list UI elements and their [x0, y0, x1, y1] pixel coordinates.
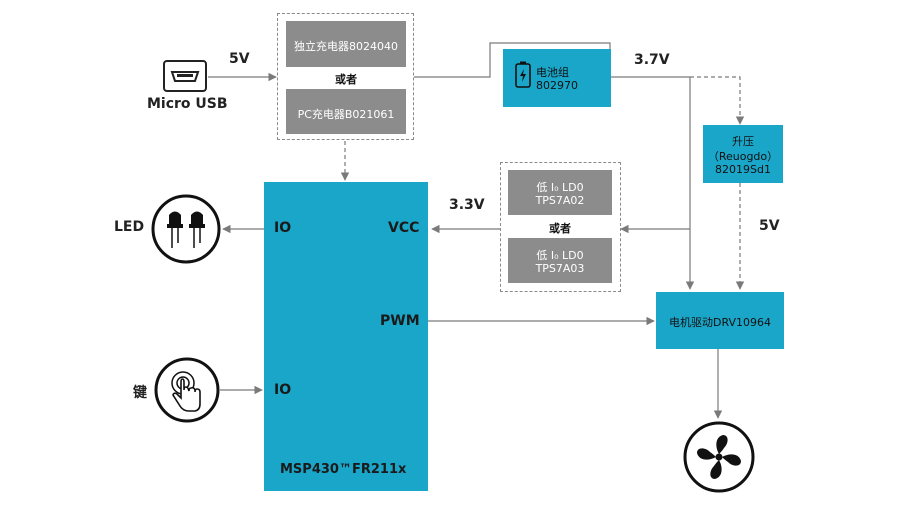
charger-option-standalone-label: 独立充电器8024040 [294, 40, 398, 53]
key-label: 键 [133, 385, 147, 401]
usb-voltage-label: 5V [229, 51, 250, 67]
charger-or-label: 或者 [335, 73, 357, 86]
rail-to-boost-dashed-line [690, 76, 745, 125]
battery-label-line2: 802970 [536, 79, 578, 92]
ldo-option-1-line2: TPS7A02 [535, 194, 585, 207]
ldo-option-2: 低 I₀ LD0 TPS7A03 [508, 238, 612, 283]
mcu-pin-io-led: IO [274, 220, 292, 236]
led-label: LED [114, 219, 145, 235]
charger-option-pc: PC充电器B021061 [286, 89, 406, 134]
ldo-option-1: 低 I₀ LD0 TPS7A02 [508, 170, 612, 215]
mcu-pin-io-key: IO [274, 382, 292, 398]
led-icon [150, 193, 222, 265]
charger-to-battery-line [414, 42, 690, 78]
ldo-option-1-line1: 低 I₀ LD0 [536, 181, 584, 194]
micro-usb-icon [163, 60, 207, 92]
motor-driver-block: 电机驱动DRV10964 [656, 292, 784, 349]
mcu-name: MSP430™FR211x [280, 462, 407, 477]
boost-label-line2: （Reuogdo） [707, 150, 779, 163]
boost-block: 升压 （Reuogdo） 82019Sd1 [703, 125, 783, 183]
charger-group [277, 13, 414, 140]
charger-option-pc-label: PC充电器B021061 [297, 108, 395, 121]
mcu-pin-vcc: VCC [388, 220, 420, 236]
ldo-option-2-line2: TPS7A03 [535, 262, 585, 275]
touch-button-icon [153, 356, 221, 424]
battery-icon [515, 61, 531, 88]
mcu-pin-pwm: PWM [380, 313, 420, 329]
usb-label: Micro USB [147, 96, 228, 112]
ldo-output-voltage-label: 3.3V [449, 197, 485, 213]
battery-block: 电池组 802970 [503, 49, 611, 107]
ldo-option-2-line1: 低 I₀ LD0 [536, 249, 584, 262]
motor-driver-label: 电机驱动DRV10964 [668, 316, 772, 329]
battery-label-line1: 电池组 [536, 66, 569, 79]
charger-option-standalone: 独立充电器8024040 [286, 21, 406, 67]
ldo-or-label: 或者 [549, 222, 571, 235]
battery-voltage-label: 3.7V [634, 52, 670, 68]
boost-output-voltage-label: 5V [759, 218, 780, 234]
boost-label-line1: 升压 [732, 135, 754, 148]
mcu-block: IO VCC PWM IO MSP430™FR211x [264, 182, 428, 491]
boost-label-line3: 82019Sd1 [715, 163, 771, 176]
fan-icon [682, 420, 756, 494]
ldo-group [500, 162, 621, 292]
